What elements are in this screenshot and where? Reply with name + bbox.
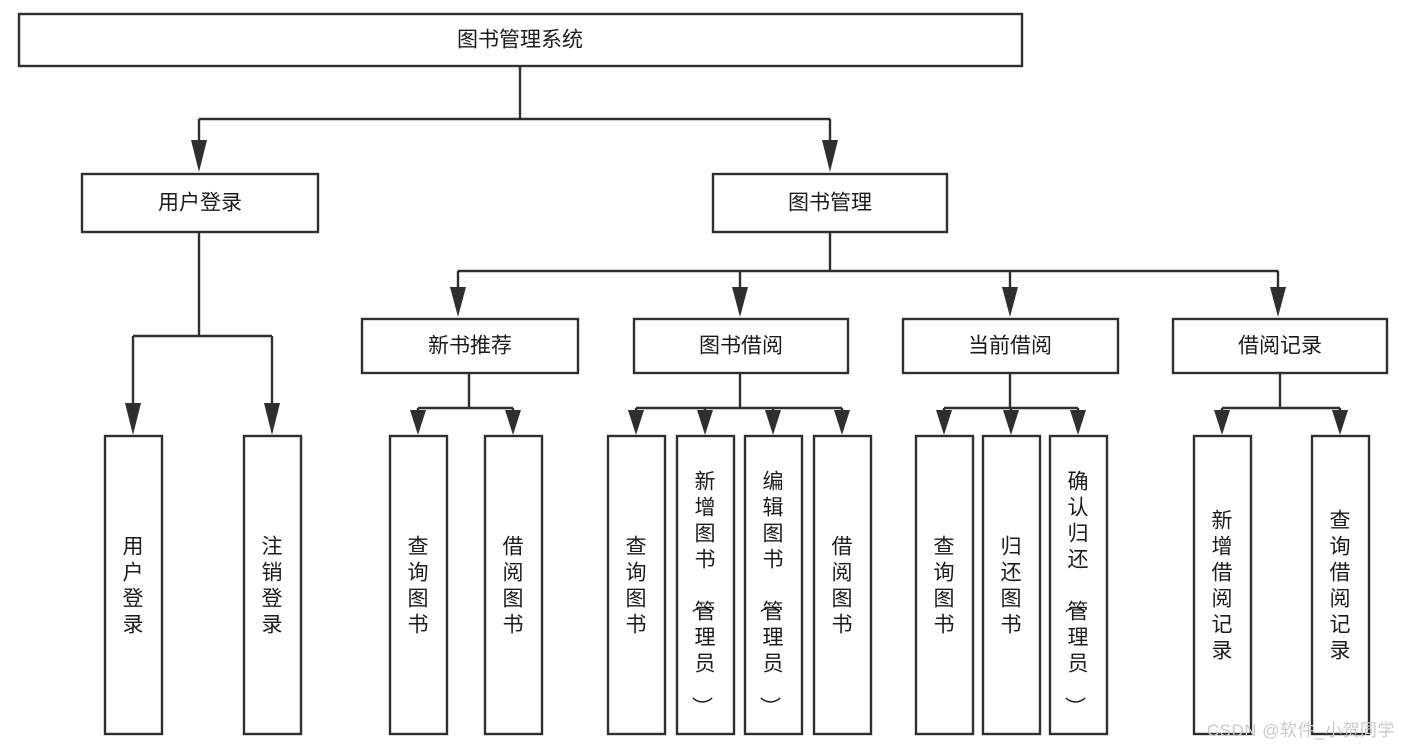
- node-leaf-user-login-label: 用户登录: [123, 535, 144, 636]
- node-leaf-query-book-2-label: 查询图书: [626, 535, 647, 636]
- node-leaf-add-book-label: 新增图书（管理员）: [690, 470, 716, 717]
- node-leaf-confirm-return-box[interactable]: [1048, 434, 1109, 736]
- node-leaf-query-book-1[interactable]: 查询图书: [388, 434, 449, 736]
- node-book-borrow-box[interactable]: [632, 317, 850, 375]
- arrow-head-leaf-query-book-3: [936, 410, 952, 435]
- node-leaf-logout-label: 注销登录: [262, 535, 283, 636]
- node-leaf-query-book-1-label: 查询图书: [408, 535, 429, 636]
- node-leaf-user-login-box[interactable]: [103, 434, 164, 736]
- arrow-head-leaf-query-record: [1332, 410, 1348, 435]
- node-current-borrow-label: 当前借阅: [968, 335, 1052, 358]
- node-root[interactable]: 图书管理系统: [17, 12, 1024, 68]
- node-new-book-recommend-label: 新书推荐: [428, 335, 512, 358]
- node-current-borrow-box[interactable]: [901, 317, 1120, 375]
- node-user-login-label: 用户登录: [158, 192, 242, 215]
- arrow-head-leaf-add-book: [697, 410, 713, 435]
- node-leaf-edit-book[interactable]: 编辑图书（管理员）: [743, 434, 804, 736]
- arrow-head-leaf-add-record: [1214, 410, 1230, 435]
- node-leaf-query-book-3[interactable]: 查询图书: [914, 434, 975, 736]
- node-user-login[interactable]: 用户登录: [80, 172, 320, 234]
- arrow-head-book-management: [822, 140, 838, 172]
- csdn-watermark: CSDN @软件_小贺同学: [1206, 721, 1395, 740]
- node-leaf-add-record[interactable]: 新增借阅记录: [1192, 434, 1253, 736]
- node-leaf-return-book-box[interactable]: [981, 434, 1042, 736]
- node-new-book-recommend-box[interactable]: [360, 317, 580, 375]
- node-leaf-confirm-return[interactable]: 确认归还（管理员）: [1048, 434, 1109, 736]
- node-borrow-record-box[interactable]: [1171, 317, 1389, 375]
- arrow-head-user-login: [191, 140, 207, 172]
- arrow-head-book-borrow: [732, 287, 748, 317]
- node-leaf-borrow-book-2-label: 借阅图书: [832, 535, 853, 636]
- node-leaf-borrow-book-1-label: 借阅图书: [503, 535, 524, 636]
- node-leaf-query-record-box[interactable]: [1310, 434, 1371, 736]
- arrow-head-leaf-query-book-1: [410, 410, 426, 435]
- arrow-head-leaf-borrow-book-2: [834, 410, 850, 435]
- node-leaf-borrow-book-2-box[interactable]: [812, 434, 873, 736]
- node-leaf-query-record[interactable]: 查询借阅记录: [1310, 434, 1371, 736]
- node-leaf-edit-book-box[interactable]: [743, 434, 804, 736]
- connector-group-borrow-record: [1214, 373, 1348, 435]
- arrow-head-leaf-edit-book: [765, 410, 781, 435]
- connector-group-root: [191, 66, 838, 172]
- node-leaf-add-book-box[interactable]: [675, 434, 736, 736]
- arrow-head-borrow-record: [1270, 287, 1286, 317]
- node-book-borrow-label: 图书借阅: [699, 335, 783, 358]
- node-leaf-borrow-book-1[interactable]: 借阅图书: [483, 434, 544, 736]
- arrow-head-leaf-query-book-2: [628, 410, 644, 435]
- node-leaf-query-book-3-label: 查询图书: [934, 535, 955, 636]
- node-leaf-add-record-box[interactable]: [1192, 434, 1253, 736]
- node-leaf-query-book-3-box[interactable]: [914, 434, 975, 736]
- node-user-login-box[interactable]: [80, 172, 320, 234]
- node-current-borrow[interactable]: 当前借阅: [901, 317, 1120, 375]
- node-leaf-logout-box[interactable]: [242, 434, 303, 736]
- node-borrow-record[interactable]: 借阅记录: [1171, 317, 1389, 375]
- node-leaf-add-book[interactable]: 新增图书（管理员）: [675, 434, 736, 736]
- node-borrow-record-label: 借阅记录: [1238, 335, 1322, 358]
- arrow-head-leaf-logout: [264, 403, 280, 435]
- node-new-book-recommend[interactable]: 新书推荐: [360, 317, 580, 375]
- node-leaf-query-book-2-box[interactable]: [606, 434, 667, 736]
- node-leaf-query-record-label: 查询借阅记录: [1330, 509, 1351, 662]
- connector-group-new-book-recommend: [410, 373, 521, 435]
- node-book-management[interactable]: 图书管理: [711, 172, 949, 234]
- node-leaf-query-book-1-box[interactable]: [388, 434, 449, 736]
- node-leaf-confirm-return-label: 确认归还（管理员）: [1063, 470, 1089, 717]
- node-leaf-borrow-book-1-box[interactable]: [483, 434, 544, 736]
- connector-group-current-borrow: [936, 373, 1086, 435]
- arrow-head-leaf-user-login: [125, 403, 141, 435]
- arrow-head-current-borrow: [1002, 287, 1018, 317]
- node-leaf-return-book[interactable]: 归还图书: [981, 434, 1042, 736]
- node-leaf-logout[interactable]: 注销登录: [242, 434, 303, 736]
- node-leaf-user-login[interactable]: 用户登录: [103, 434, 164, 736]
- node-book-management-label: 图书管理: [788, 192, 872, 215]
- node-root-label: 图书管理系统: [457, 29, 583, 52]
- node-leaf-query-book-2[interactable]: 查询图书: [606, 434, 667, 736]
- node-leaf-return-book-label: 归还图书: [1001, 535, 1022, 636]
- node-leaf-add-record-label: 新增借阅记录: [1212, 509, 1233, 662]
- arrow-head-leaf-confirm-return: [1070, 410, 1086, 435]
- node-leaf-edit-book-label: 编辑图书（管理员）: [758, 470, 784, 717]
- connector-group-book-management: [450, 232, 1286, 317]
- node-root-box[interactable]: [17, 12, 1024, 68]
- node-book-borrow[interactable]: 图书借阅: [632, 317, 850, 375]
- node-book-management-box[interactable]: [711, 172, 949, 234]
- node-leaf-borrow-book-2[interactable]: 借阅图书: [812, 434, 873, 736]
- connector-group-user-login: [125, 232, 280, 435]
- arrow-head-leaf-borrow-book-1: [505, 410, 521, 435]
- arrow-head-leaf-return-book: [1003, 410, 1019, 435]
- connector-group-book-borrow: [628, 373, 850, 435]
- arrow-head-new-book-recommend: [450, 287, 466, 317]
